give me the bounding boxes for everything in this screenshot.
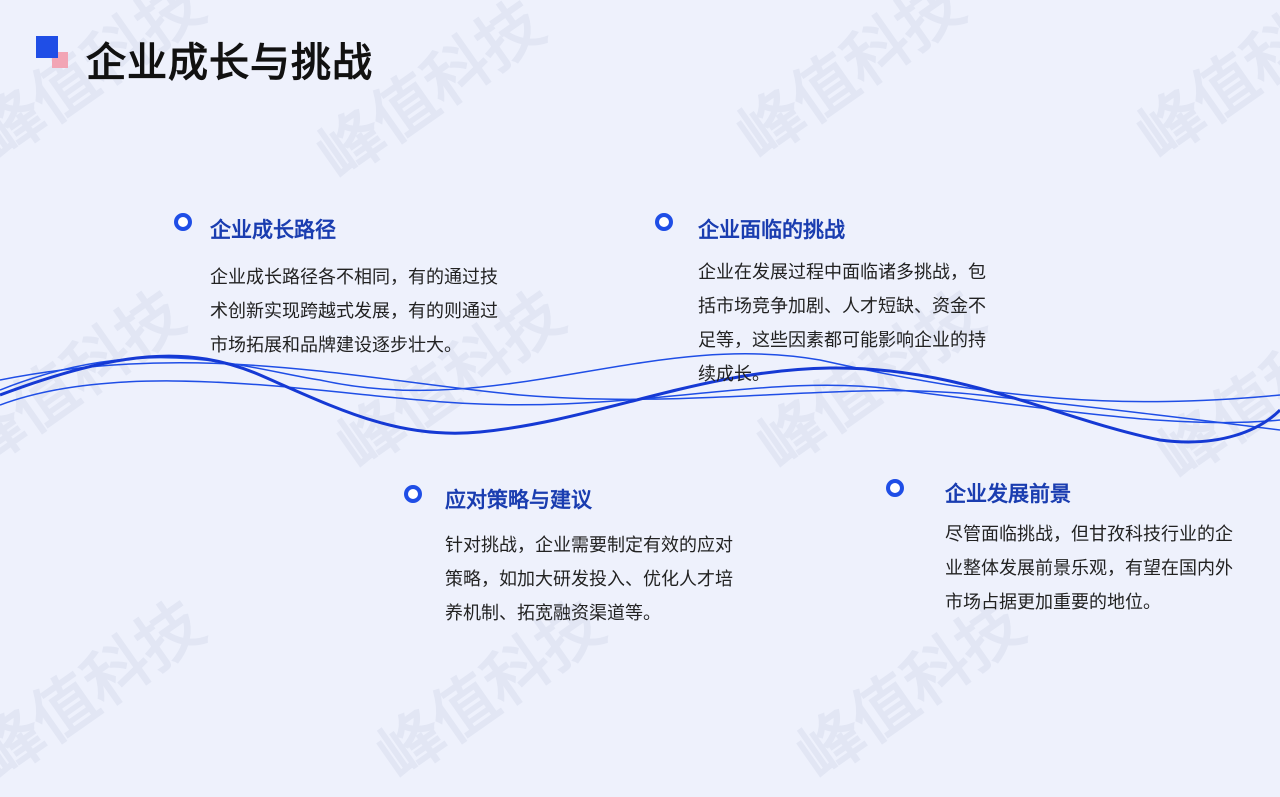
bullet-circle-icon <box>404 485 422 503</box>
section-title: 应对策略与建议 <box>445 488 592 512</box>
bullet-circle-icon <box>174 213 192 231</box>
section-title: 企业面临的挑战 <box>698 218 845 242</box>
page-title: 企业成长与挑战 <box>86 40 373 86</box>
section-text: 企业在发展过程中面临诸多挑战，包括市场竞争加剧、人才短缺、资金不足等，这些因素都… <box>698 262 986 385</box>
section-title: 企业成长路径 <box>210 218 336 242</box>
logo-icon <box>36 36 70 70</box>
bullet-circle-icon <box>655 213 673 231</box>
bullet-circle-icon <box>886 479 904 497</box>
section-text: 针对挑战，企业需要制定有效的应对策略，如加大研发投入、优化人才培养机制、拓宽融资… <box>445 535 733 624</box>
section-title: 企业发展前景 <box>945 482 1071 506</box>
section-text: 企业成长路径各不相同，有的通过技术创新实现跨越式发展，有的则通过市场拓展和品牌建… <box>210 267 498 356</box>
section-text: 尽管面临挑战，但甘孜科技行业的企业整体发展前景乐观，有望在国内外市场占据更加重要… <box>945 524 1233 613</box>
wave-lines-decoration <box>0 353 1280 444</box>
